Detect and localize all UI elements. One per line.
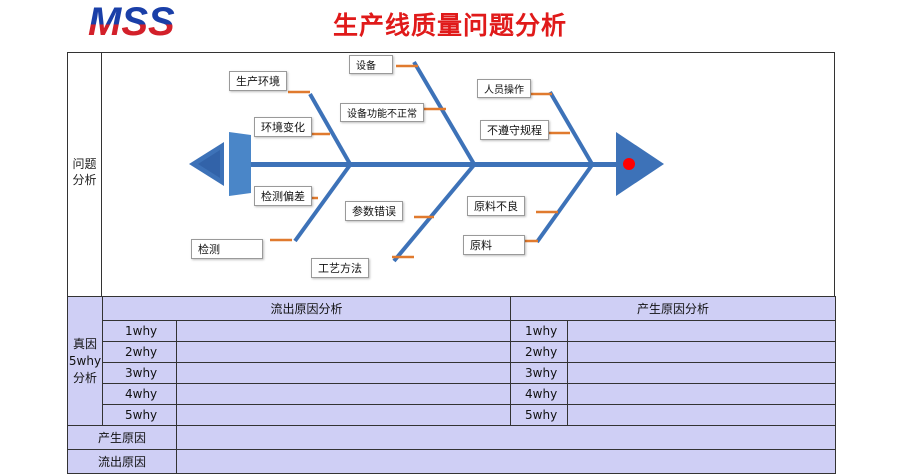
occur-why-label: 3why xyxy=(510,362,569,384)
fish-eye xyxy=(623,158,635,170)
bone-upper-1 xyxy=(308,93,352,165)
outflow-why-answer[interactable] xyxy=(175,404,512,426)
occur-why-answer[interactable] xyxy=(567,362,837,384)
occur-cause-label: 产生原因 xyxy=(67,425,177,450)
outflow-why-label: 3why xyxy=(102,362,177,384)
outflow-why-label: 4why xyxy=(102,383,177,405)
outflow-why-answer[interactable] xyxy=(175,383,512,405)
outflow-why-label: 2why xyxy=(102,341,177,363)
fish-tail-right xyxy=(229,132,251,196)
outflow-why-answer[interactable] xyxy=(175,320,512,342)
fishbone-diagram xyxy=(189,60,664,263)
occur-analysis-header: 产生原因分析 xyxy=(510,296,837,321)
five-why-label-line1: 真因 xyxy=(72,336,97,351)
five-why-label-line2: 5why xyxy=(68,353,102,368)
occur-why-label: 5why xyxy=(510,404,569,426)
outflow-why-label: 1why xyxy=(102,320,177,342)
mss-logo: MSS xyxy=(88,0,175,40)
outflow-why-answer[interactable] xyxy=(175,362,512,384)
outflow-cause-label: 流出原因 xyxy=(67,449,177,474)
label-env-change: 环境变化 xyxy=(254,117,312,137)
occur-why-answer[interactable] xyxy=(567,320,837,342)
five-why-table: 真因 5why 分析 流出原因分析 产生原因分析 1why 1why 2why … xyxy=(67,296,837,474)
occur-cause-field[interactable] xyxy=(175,425,837,450)
fish-spine xyxy=(251,162,617,167)
occur-why-answer[interactable] xyxy=(567,383,837,405)
bone-upper-3 xyxy=(548,90,594,166)
fish-head xyxy=(616,132,664,196)
label-material-defect: 原料不良 xyxy=(467,196,525,216)
bone-upper-2 xyxy=(412,60,476,166)
label-personnel-operation: 人员操作 xyxy=(477,79,531,98)
outflow-cause-field[interactable] xyxy=(175,449,837,474)
label-inspection-bias: 检测偏差 xyxy=(254,186,312,206)
bone-lower-3 xyxy=(535,163,594,244)
outflow-why-label: 5why xyxy=(102,404,177,426)
occur-why-label: 2why xyxy=(510,341,569,363)
label-not-follow-rules: 不遵守规程 xyxy=(480,120,549,140)
problem-label-line2: 分析 xyxy=(72,173,97,187)
label-param-error: 参数错误 xyxy=(345,201,403,221)
label-inspection: 检测 xyxy=(191,239,263,259)
occur-why-answer[interactable] xyxy=(567,404,837,426)
label-equipment-malfunction: 设备功能不正常 xyxy=(340,103,424,122)
occur-why-label: 1why xyxy=(510,320,569,342)
five-why-label-line3: 分析 xyxy=(72,370,97,385)
fish-tail-inner xyxy=(198,150,220,178)
outflow-analysis-header: 流出原因分析 xyxy=(101,296,512,321)
bone-lower-2 xyxy=(392,163,476,263)
outflow-why-answer[interactable] xyxy=(175,341,512,363)
problem-section-label-cell xyxy=(67,52,102,296)
problem-label-line1: 问题 xyxy=(72,157,97,171)
occur-why-answer[interactable] xyxy=(567,341,837,363)
label-production-env: 生产环境 xyxy=(229,71,287,91)
five-why-section-label: 真因 5why 分析 xyxy=(67,296,103,426)
logo-text: MSS xyxy=(88,0,175,40)
page-title: 生产线质量问题分析 xyxy=(332,11,567,40)
label-equipment: 设备 xyxy=(349,55,393,74)
bone-lower-1 xyxy=(293,163,352,243)
label-process-method: 工艺方法 xyxy=(311,258,369,278)
occur-why-label: 4why xyxy=(510,383,569,405)
analysis-frame xyxy=(67,52,835,474)
label-material: 原料 xyxy=(463,235,525,255)
problem-section-label: 问题 分析 xyxy=(67,156,102,188)
